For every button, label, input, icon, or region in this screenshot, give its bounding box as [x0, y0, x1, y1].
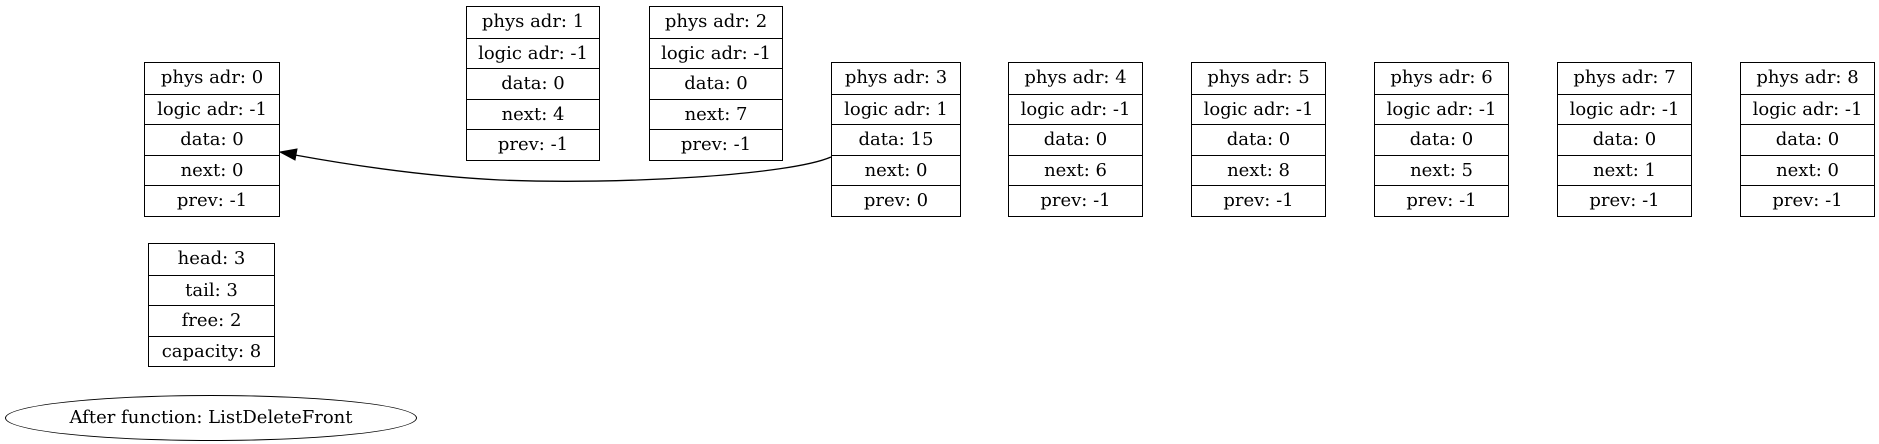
node-field: phys adr: 3	[844, 67, 948, 88]
node-phys-0: phys adr: 0 logic adr: -1 data: 0 next: …	[144, 62, 280, 217]
node-field: data: 0	[467, 68, 599, 99]
node-field: logic adr: 1	[832, 93, 960, 125]
node-field: next: 1	[1558, 154, 1691, 186]
node-field: next: 7	[650, 98, 782, 130]
node-field: next: 0	[832, 154, 960, 186]
node-field: next: 6	[1009, 154, 1142, 186]
node-field: logic adr: -1	[1558, 93, 1691, 125]
caption-ellipse: After function: ListDeleteFront	[5, 395, 417, 441]
node-field: phys adr: 4	[1024, 67, 1127, 88]
node-field: prev: -1	[1558, 185, 1691, 216]
node-field: data: 0	[1009, 124, 1142, 155]
info-field-head: head: 3	[177, 248, 246, 269]
node-field: phys adr: 0	[160, 67, 264, 88]
node-phys-6: phys adr: 6 logic adr: -1 data: 0 next: …	[1374, 62, 1509, 217]
node-field: phys adr: 5	[1207, 67, 1310, 88]
node-field: data: 0	[145, 124, 279, 155]
node-field: prev: 0	[832, 185, 960, 216]
node-field: phys adr: 6	[1390, 67, 1493, 88]
info-field-tail: tail: 3	[149, 274, 274, 306]
node-field: data: 0	[1741, 124, 1874, 155]
node-field: phys adr: 1	[481, 11, 585, 32]
node-field: logic adr: -1	[145, 93, 279, 125]
edge-node3-to-node0	[294, 154, 832, 182]
node-field: data: 0	[650, 68, 782, 99]
node-field: next: 0	[1741, 154, 1874, 186]
node-field: next: 0	[145, 154, 279, 186]
arrowhead	[278, 148, 298, 161]
node-phys-8: phys adr: 8 logic adr: -1 data: 0 next: …	[1740, 62, 1875, 217]
node-field: next: 5	[1375, 154, 1508, 186]
node-phys-3: phys adr: 3 logic adr: 1 data: 15 next: …	[831, 62, 961, 217]
node-field: next: 8	[1192, 154, 1325, 186]
node-field: logic adr: -1	[1741, 93, 1874, 125]
node-field: prev: -1	[1375, 185, 1508, 216]
info-field-capacity: capacity: 8	[149, 335, 274, 367]
node-phys-1: phys adr: 1 logic adr: -1 data: 0 next: …	[466, 6, 600, 161]
node-field: data: 0	[1558, 124, 1691, 155]
node-field: data: 15	[832, 124, 960, 155]
node-field: prev: -1	[1741, 185, 1874, 216]
node-field: phys adr: 7	[1573, 67, 1676, 88]
node-field: data: 0	[1375, 124, 1508, 155]
info-field-free: free: 2	[149, 305, 274, 336]
node-field: data: 0	[1192, 124, 1325, 155]
caption-label: After function: ListDeleteFront	[69, 407, 353, 428]
node-field: logic adr: -1	[1375, 93, 1508, 125]
node-field: phys adr: 2	[664, 11, 768, 32]
node-field: prev: -1	[1009, 185, 1142, 216]
node-field: prev: -1	[650, 129, 782, 160]
node-field: phys adr: 8	[1756, 67, 1859, 88]
list-info-record: head: 3 tail: 3 free: 2 capacity: 8	[148, 243, 275, 368]
node-phys-2: phys adr: 2 logic adr: -1 data: 0 next: …	[649, 6, 783, 161]
node-phys-4: phys adr: 4 logic adr: -1 data: 0 next: …	[1008, 62, 1143, 217]
node-phys-7: phys adr: 7 logic adr: -1 data: 0 next: …	[1557, 62, 1692, 217]
node-phys-5: phys adr: 5 logic adr: -1 data: 0 next: …	[1191, 62, 1326, 217]
node-field: prev: -1	[145, 185, 279, 216]
node-field: prev: -1	[1192, 185, 1325, 216]
node-field: next: 4	[467, 98, 599, 130]
node-field: logic adr: -1	[467, 37, 599, 69]
node-field: logic adr: -1	[1192, 93, 1325, 125]
node-field: logic adr: -1	[650, 37, 782, 69]
node-field: logic adr: -1	[1009, 93, 1142, 125]
node-field: prev: -1	[467, 129, 599, 160]
